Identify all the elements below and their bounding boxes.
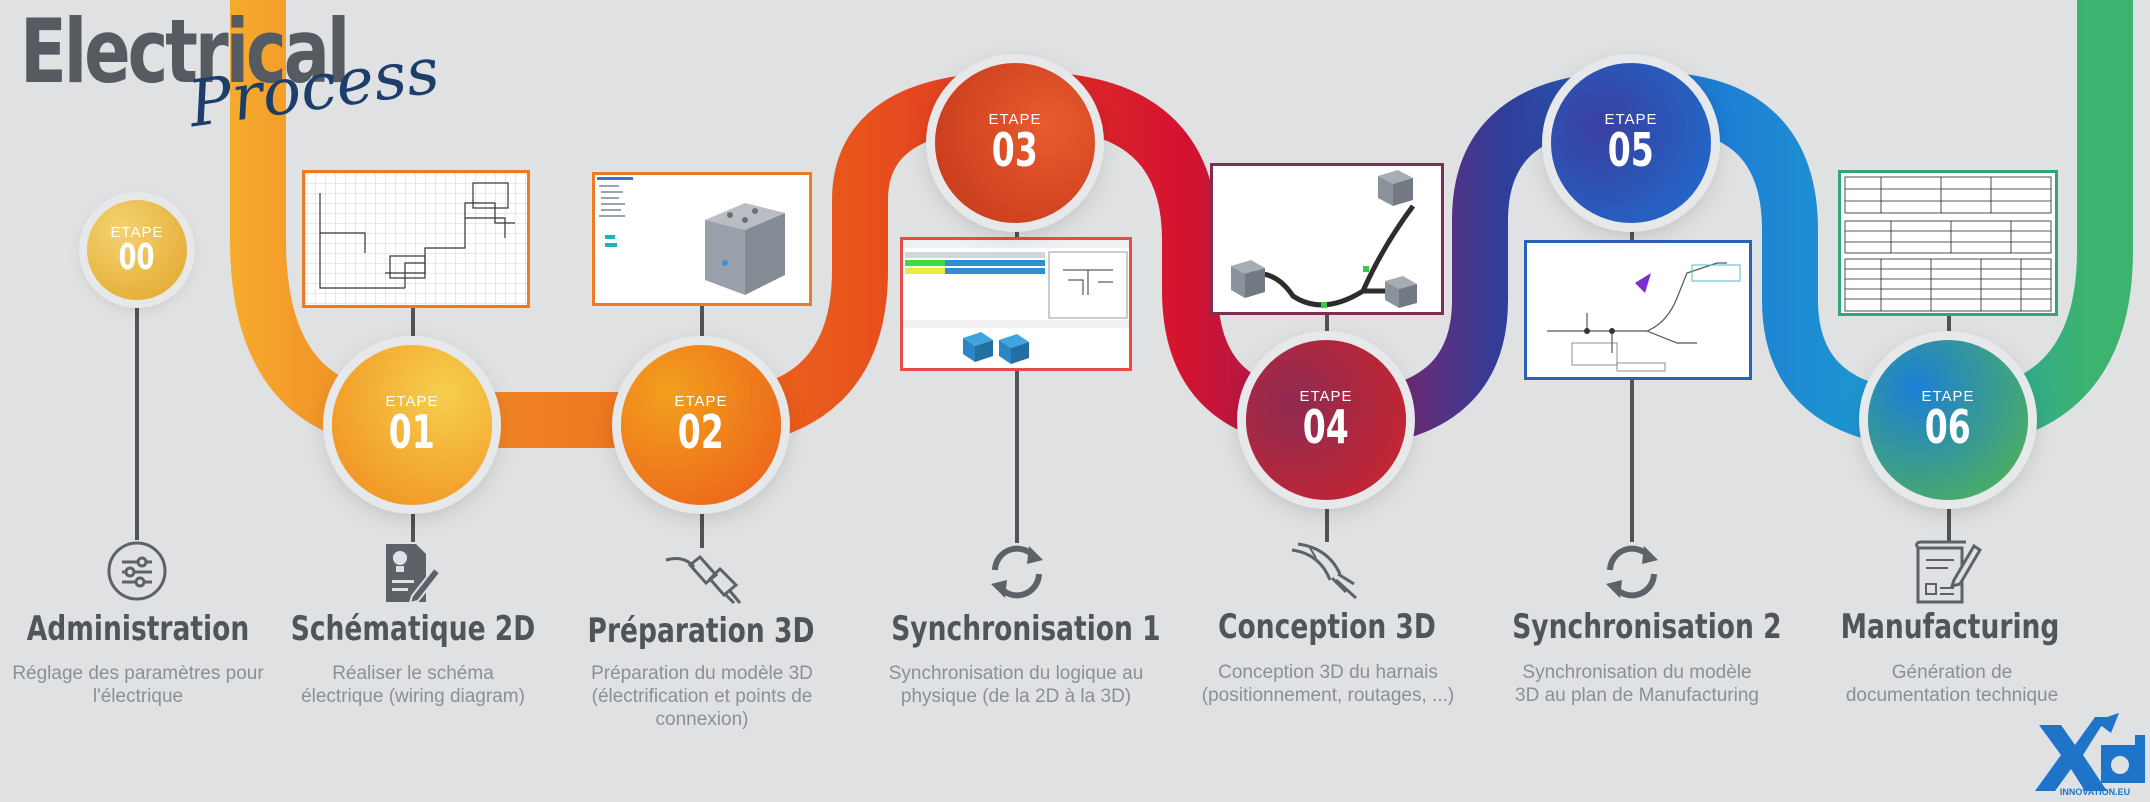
stem-00 [135, 306, 139, 540]
logo-text: INNOVATION.EU [2060, 787, 2130, 797]
cable-harness-icon [1291, 542, 1358, 600]
document-pencil-icon [386, 544, 442, 605]
step-04-number: 04 [1302, 400, 1350, 455]
stem-03-top [1015, 222, 1019, 242]
step-03-number: 03 [991, 123, 1039, 178]
sync-icon [991, 545, 1043, 599]
thumbnail-schematic-2d [302, 170, 530, 308]
stem-06-bottom [1947, 502, 1951, 542]
step-04-circle: ETAPE 04 [1246, 340, 1406, 500]
step-02-title: Préparation 3D [587, 611, 815, 651]
stem-05-top [1630, 222, 1634, 242]
step-03-title: Synchronisation 1 [891, 609, 1161, 649]
step-05-label: ETAPE [1604, 111, 1658, 129]
stem-04-top [1325, 310, 1329, 340]
step-06-description: Génération de documentation technique [1845, 662, 2059, 706]
step-01-label: ETAPE [385, 393, 439, 411]
step-06-label: ETAPE [1921, 388, 1975, 406]
thumbnail-manufacturing [1838, 170, 2058, 316]
step-04-label: ETAPE [1299, 388, 1353, 406]
step-01-title: Schématique 2D [290, 609, 536, 649]
step-02-description: Préparation du modèle 3D (électrificatio… [591, 663, 813, 730]
step-00-label: ETAPE [110, 223, 164, 241]
sync-icon [1606, 545, 1658, 599]
step-05-title: Synchronisation 2 [1512, 607, 1782, 647]
stem-03-bottom [1015, 365, 1019, 543]
thumbnail-conception-3d [1210, 163, 1444, 315]
step-03-circle: ETAPE 03 [935, 63, 1095, 223]
company-logo: INNOVATION.EU [2035, 705, 2145, 802]
thumbnail-synchronisation-2 [1524, 240, 1752, 380]
step-05-circle: ETAPE 05 [1551, 63, 1711, 223]
step-01-number: 01 [388, 405, 436, 460]
step-06-circle: ETAPE 06 [1868, 340, 2028, 500]
step-03-label: ETAPE [988, 111, 1042, 129]
stem-01-top [411, 305, 415, 345]
step-00-circle: ETAPE 00 [87, 200, 187, 300]
step-06-number: 06 [1924, 400, 1972, 455]
stem-02-top [700, 305, 704, 345]
step-04-title: Conception 3D [1218, 607, 1436, 647]
step-02-circle: ETAPE 02 [621, 345, 781, 505]
thumbnail-preparation-3d [592, 172, 812, 306]
stem-05-bottom [1630, 375, 1634, 542]
step-04-description: Conception 3D du harnais (positionnement… [1201, 662, 1455, 706]
stem-06-top [1947, 312, 1951, 342]
stem-02-bottom [700, 508, 704, 548]
settings-sliders-icon [107, 541, 167, 601]
step-01-circle: ETAPE 01 [332, 345, 492, 505]
step-05-description: Synchronisation du modèle 3D au plan de … [1515, 662, 1759, 706]
step-03-description: Synchronisation du logique au physique (… [888, 663, 1144, 707]
blueprint-pencil-icon [1915, 540, 1982, 604]
step-01-description: Réaliser le schéma électrique (wiring di… [301, 663, 525, 707]
ribbon-path [230, 0, 2133, 448]
step-02-number: 02 [677, 405, 725, 460]
page-title: Electrical [20, 0, 350, 103]
step-02-label: ETAPE [674, 393, 728, 411]
step-06-title: Manufacturing [1840, 607, 2060, 647]
step-05-number: 05 [1607, 123, 1655, 178]
stem-01-bottom [411, 508, 415, 542]
step-00-number: 00 [118, 236, 156, 278]
thumbnail-synchronisation-1 [900, 237, 1132, 371]
step-00-description: Réglage des paramètres pour l'électrique [12, 663, 264, 707]
step-00-title: Administration [26, 609, 250, 649]
plug-icon [665, 554, 742, 605]
stem-04-bottom [1325, 502, 1329, 542]
